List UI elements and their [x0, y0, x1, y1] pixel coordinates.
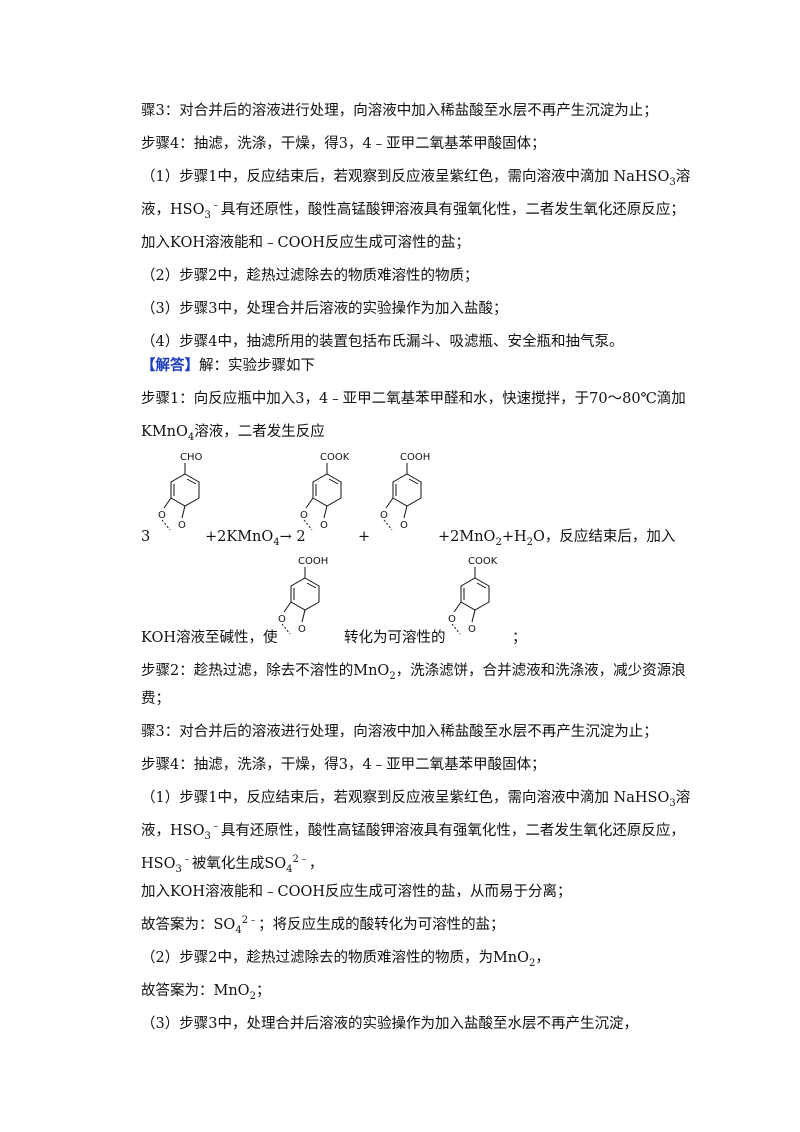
text-line: 步骤4：抽滤，洗涤，干燥，得3，4﹣亚甲二氧基苯甲酸固体；	[141, 136, 546, 152]
text-line: KOH溶液至碱性，使	[141, 630, 278, 646]
svg-text:O: O	[448, 614, 456, 625]
text-line: 液，HSO3﹣具有还原性，酸性高锰酸钾溶液具有强氧化性，二者发生氧化还原反应，	[141, 821, 685, 842]
answer-tag: 【解答】	[141, 357, 199, 374]
text-line: （3）步骤3中，处理合并后溶液的实验操作为加入盐酸至水层不再产生沉淀，	[141, 1016, 638, 1032]
text-line: 【解答】解：实验步骤如下	[141, 357, 315, 374]
molecule-aldehyde: CHO O O	[150, 448, 220, 544]
eq-kmno4: +2KMnO4→ 2	[205, 529, 306, 548]
eq-coefficient: 3	[141, 529, 151, 545]
svg-text:O: O	[158, 510, 166, 521]
svg-text:CHO: CHO	[180, 452, 203, 463]
svg-text:O: O	[400, 520, 408, 531]
text-line: 转化为可溶性的	[344, 630, 446, 646]
svg-text:O: O	[278, 614, 286, 625]
svg-text:O: O	[298, 624, 306, 635]
text-line: 骤3：对合并后的溶液进行处理，向溶液中加入稀盐酸至水层不再产生沉淀为止；	[141, 103, 658, 119]
text-line: 加入KOH溶液能和﹣COOH反应生成可溶性的盐，从而易于分离；	[141, 884, 572, 900]
svg-text:O: O	[178, 520, 186, 531]
text-line: 费；	[141, 691, 170, 707]
svg-text:COOK: COOK	[468, 556, 498, 567]
svg-text:COOH: COOH	[400, 452, 430, 463]
text-line: ；	[512, 630, 527, 646]
text-line: 步骤1：向反应瓶中加入3，4﹣亚甲二氧基苯甲醛和水，快速搅拌，于70～80℃滴加	[141, 391, 686, 407]
text-line: 加入KOH溶液能和﹣COOH反应生成可溶性的盐；	[141, 235, 470, 251]
svg-text:O: O	[380, 510, 388, 521]
molecule-potassium-salt: COOK O O	[440, 552, 510, 648]
molecule-acid: COOH O O	[372, 448, 442, 544]
eq-plus: +	[358, 529, 371, 545]
svg-text:O: O	[468, 624, 476, 635]
text-line: 骤3：对合并后的溶液进行处理，向溶液中加入稀盐酸至水层不再产生沉淀为止；	[141, 724, 658, 740]
text-line: 液，HSO3﹣具有还原性，酸性高锰酸钾溶液具有强氧化性，二者发生氧化还原反应；	[141, 200, 685, 221]
text-line: （3）步骤3中，处理合并后溶液的实验操作为加入盐酸；	[141, 301, 508, 317]
text-line: 故答案为：MnO2；	[141, 983, 271, 1002]
text-line: 故答案为：SO42﹣；将反应生成的酸转化为可溶性的盐；	[141, 915, 505, 936]
eq-products: +2MnO2+H2O，反应结束后，加入	[438, 529, 676, 548]
molecule-acid: COOH O O	[270, 552, 340, 648]
text-line: KMnO4溶液，二者发生反应	[141, 424, 325, 443]
text-line: 步骤4：抽滤，洗涤，干燥，得3，4﹣亚甲二氧基苯甲酸固体；	[141, 757, 546, 773]
text-line: （1）步骤1中，反应结束后，若观察到反应液呈紫红色，需向溶液中滴加 NaHSO3…	[141, 169, 691, 188]
svg-text:O: O	[320, 520, 328, 531]
text-line: （1）步骤1中，反应结束后，若观察到反应液呈紫红色，需向溶液中滴加 NaHSO3…	[141, 790, 691, 809]
text-line: （4）步骤4中，抽滤所用的装置包括布氏漏斗、吸滤瓶、安全瓶和抽气泵。	[141, 334, 624, 350]
text-line: （2）步骤2中，趁热过滤除去的物质难溶性的物质，为MnO2，	[141, 950, 550, 969]
svg-text:COOH: COOH	[298, 556, 328, 567]
text-line: HSO3﹣被氧化生成SO42﹣，	[141, 854, 324, 875]
text-line: 步骤2：趁热过滤，除去不溶性的MnO2，洗涤滤饼，合并滤液和洗涤液，减少资源浪	[141, 663, 686, 682]
svg-text:COOK: COOK	[320, 452, 350, 463]
text-line: （2）步骤2中，趁热过滤除去的物质难溶性的物质；	[141, 268, 479, 284]
molecule-potassium-salt: COOK O O	[292, 448, 362, 544]
svg-text:O: O	[300, 510, 308, 521]
